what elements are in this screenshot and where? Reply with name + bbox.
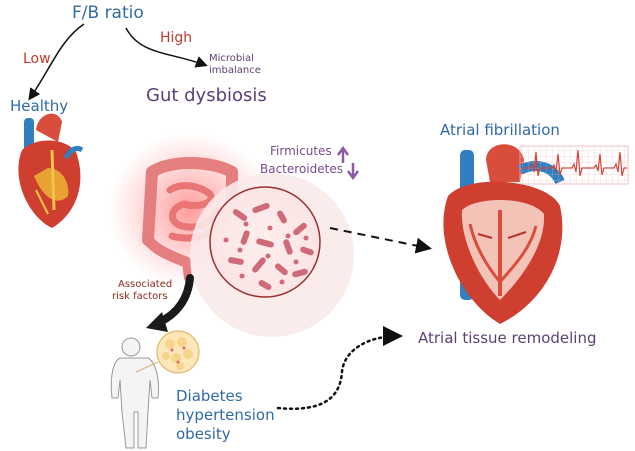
risk-arrowhead: [146, 312, 168, 332]
bacteria-cluster: [223, 202, 314, 290]
bacteroidetes-label: Bacteroidetes: [260, 162, 343, 176]
healthy-heart-icon: [18, 113, 84, 228]
dashed-arrow: [329, 227, 432, 254]
associated-label-line2: risk factors: [112, 291, 168, 302]
down-arrow-icon: [346, 163, 360, 181]
af-heart-icon: [443, 144, 565, 324]
risk-hypertension-label: hypertension: [176, 406, 275, 424]
risk-diabetes-label: Diabetes: [176, 387, 243, 405]
arrow-high: [125, 27, 208, 68]
associated-label-line1: Associated: [118, 279, 173, 290]
adipose-tissue-icon: [135, 330, 200, 374]
ecg-strip: [519, 145, 629, 185]
microbial-label-line1: Microbial: [209, 53, 254, 64]
firmicutes-label: Firmicutes: [270, 144, 332, 158]
high-label: High: [160, 30, 193, 46]
atrial-remodeling-label: Atrial tissue remodeling: [418, 329, 597, 347]
healthy-label: Healthy: [10, 97, 69, 115]
human-body-icon: [110, 337, 159, 449]
microbial-label-line2: imbalance: [209, 65, 261, 76]
risk-obesity-label: obesity: [176, 425, 231, 443]
atrial-fibrillation-label: Atrial fibrillation: [440, 121, 560, 139]
low-label: Low: [23, 51, 51, 67]
dotted-arrow: [276, 326, 403, 410]
arrow-low: [28, 23, 85, 101]
gut-dysbiosis-label: Gut dysbiosis: [146, 85, 267, 106]
up-arrow-icon: [336, 145, 350, 163]
fb-ratio-label: F/B ratio: [72, 3, 144, 23]
